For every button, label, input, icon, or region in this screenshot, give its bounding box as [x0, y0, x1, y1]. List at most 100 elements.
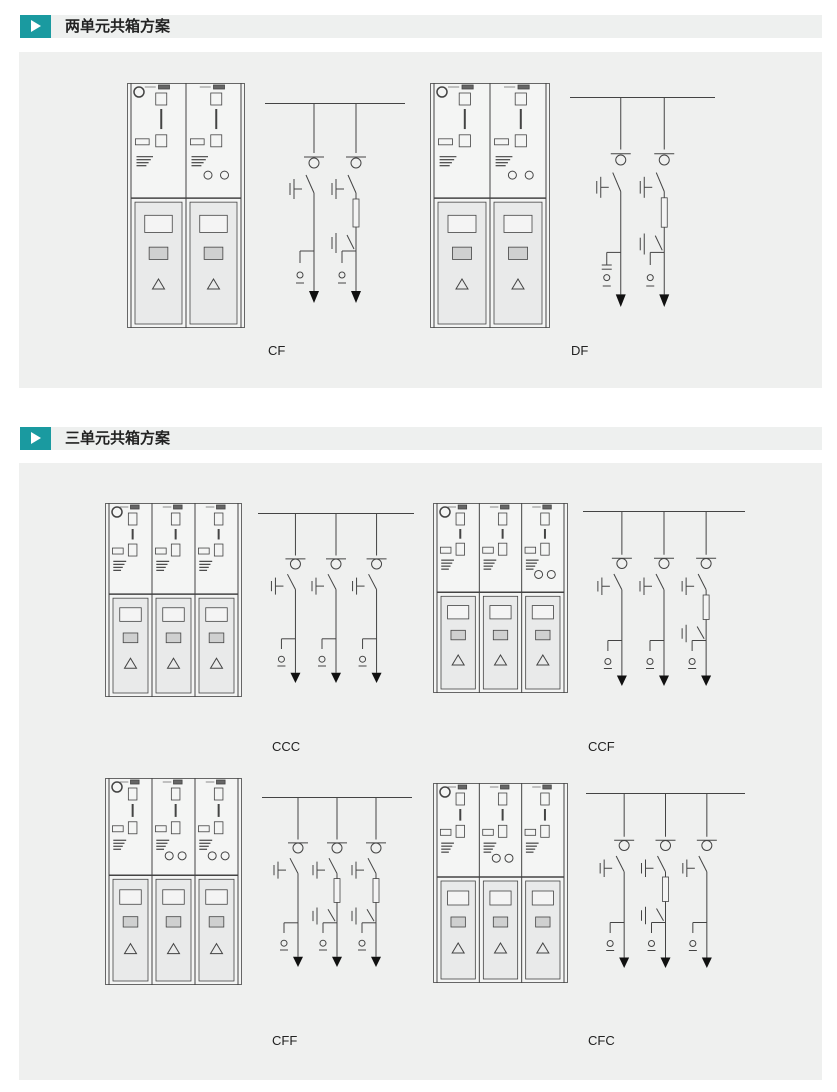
mimic-switch [127, 787, 138, 801]
nameplate [461, 84, 474, 90]
terminal-block [524, 546, 537, 554]
pressure-gauge-icon [436, 86, 448, 98]
nameplate [130, 779, 140, 785]
cabinet-unit-F [155, 779, 192, 982]
scheme-label: CFF [272, 1033, 298, 1048]
terminal-block [134, 138, 150, 146]
viewing-window [162, 889, 185, 905]
current-transformer-icon [616, 558, 628, 569]
nameplate [500, 504, 510, 510]
feeder-F [312, 797, 347, 967]
switchgear-cabinet [430, 83, 550, 328]
fuse-icon [333, 878, 341, 903]
terminal-block [439, 828, 452, 836]
viewing-window [531, 605, 554, 620]
scheme-label: CF [268, 343, 286, 358]
mimic-switch [455, 824, 465, 838]
switchgear-cabinet [127, 83, 245, 328]
switch-blade [286, 573, 296, 590]
mimic-switch [213, 821, 224, 835]
operation-plate [208, 916, 225, 928]
current-transformer-icon [615, 154, 627, 166]
earth-switch [696, 626, 705, 639]
mimic-switch [514, 134, 527, 148]
cable-arrow-icon [293, 956, 303, 967]
pressure-gauge-icon [111, 506, 123, 518]
indicator-icon [507, 170, 517, 180]
indicator-lamp-icon [359, 655, 367, 663]
mimic-switch [127, 512, 138, 526]
operation-plate [492, 629, 509, 641]
feeder-C [270, 513, 306, 683]
indicator-lamp-icon [646, 274, 654, 282]
cabinet-unit-F [524, 504, 561, 690]
mimic-switch [213, 543, 224, 557]
indicator-icon [546, 569, 556, 579]
indicator-lamp-icon [338, 271, 346, 279]
switch-blade [613, 573, 623, 590]
mimic-switch [213, 512, 224, 526]
warning-triangle-icon [209, 657, 224, 669]
single-line-diagram [583, 511, 745, 686]
current-transformer-icon [701, 840, 713, 851]
nameplate [130, 504, 140, 510]
cabinet-unit-C [439, 784, 476, 980]
switch-blade [328, 857, 338, 874]
feeder-F [641, 793, 676, 968]
current-transformer-icon [330, 558, 342, 570]
indicator-icon [164, 851, 174, 861]
switch-blade [697, 573, 707, 590]
mimic-switch [155, 134, 168, 148]
viewing-window [205, 607, 228, 622]
scheme-label: CCC [272, 739, 301, 754]
earth-switch [656, 908, 664, 921]
section-title: 两单元共箱方案 [65, 17, 171, 35]
mimic-switch [540, 542, 550, 556]
indicator-icon [504, 853, 514, 863]
single-line-diagram [258, 513, 414, 683]
switch-blade [367, 857, 377, 874]
current-transformer-icon [289, 558, 301, 570]
warning-triangle-icon [493, 942, 508, 954]
mimic-switch [170, 543, 181, 557]
cable-arrow-icon [615, 294, 626, 307]
viewing-window [489, 890, 512, 906]
feeder-F [331, 103, 366, 303]
indicator-lamp-icon [296, 271, 304, 279]
operation-plate [165, 916, 182, 928]
fuse-icon [660, 197, 668, 228]
play-icon [20, 427, 51, 450]
indicator-lamp-icon [603, 274, 611, 282]
current-transformer-icon [292, 842, 304, 854]
nameplate [173, 779, 183, 785]
cabinet-unit-C [439, 504, 476, 690]
warning-triangle-icon [123, 657, 138, 669]
mimic-switch [210, 134, 223, 148]
cable-arrow-icon [290, 672, 301, 683]
section-header-three-unit: 三单元共箱方案 [20, 427, 822, 450]
cabinet-unit-C [111, 504, 149, 694]
cable-arrow-icon [371, 672, 382, 683]
earth-switch [366, 908, 375, 922]
operation-plate [492, 916, 509, 928]
indicator-lamp-icon [277, 655, 285, 663]
cable-arrow-icon [701, 675, 712, 686]
nameplate [158, 84, 170, 90]
feeder-C [289, 103, 324, 303]
earth-switch [327, 908, 336, 922]
switch-blade [698, 855, 708, 872]
viewing-window [447, 605, 470, 620]
current-transformer-icon [350, 157, 362, 169]
cabinet-unit-F [198, 779, 235, 982]
cabinet-unit-C [111, 779, 149, 982]
switchgear-cabinet [433, 783, 568, 983]
operation-plate [165, 632, 182, 644]
pressure-gauge-icon [133, 86, 145, 98]
viewing-window [447, 214, 477, 233]
terminal-block [482, 546, 494, 554]
operation-plate [148, 246, 169, 260]
fuse-icon [372, 878, 380, 903]
indicator-lamp-icon [689, 940, 697, 947]
nameplate [457, 504, 468, 510]
current-transformer-icon [658, 154, 670, 166]
